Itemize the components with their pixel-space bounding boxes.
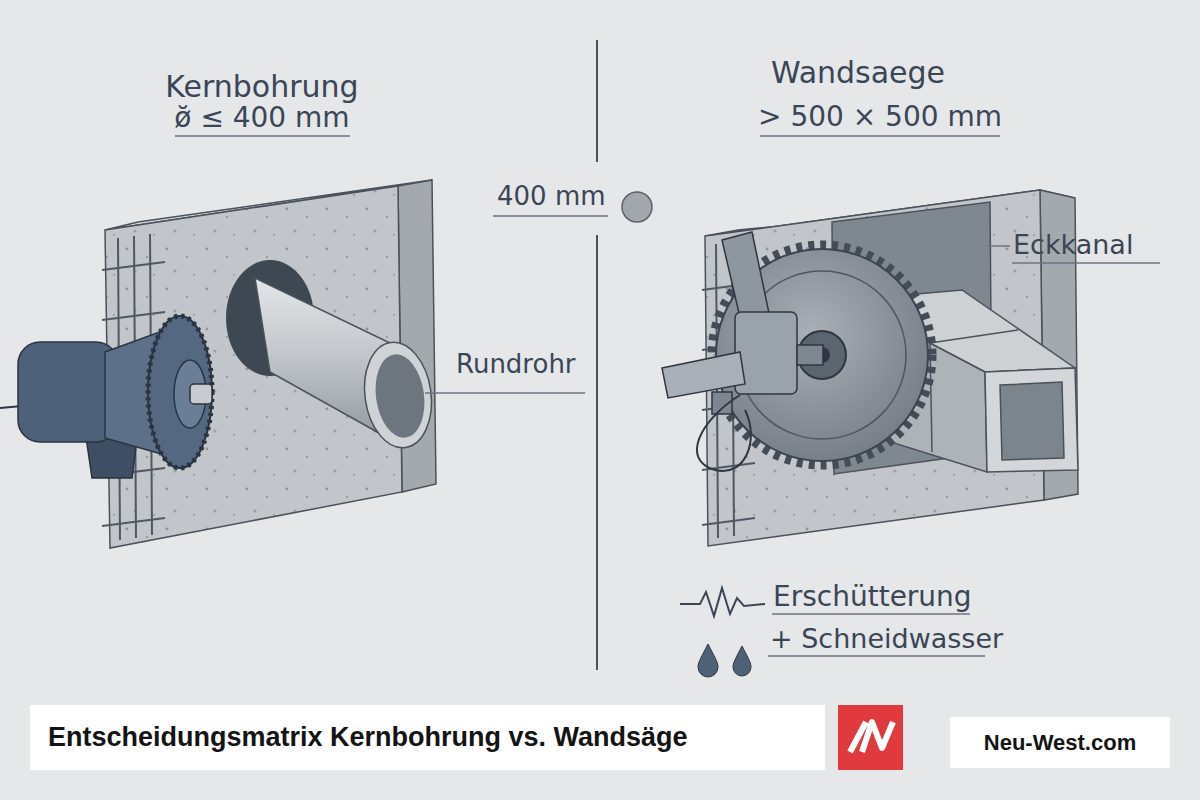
drill-gear <box>148 316 212 468</box>
dimension-label: ø̆ ≤ 400 mm <box>112 102 412 134</box>
drill-spindle <box>190 384 212 404</box>
brand-box: Neu-West.com <box>950 717 1170 768</box>
leader-line <box>425 392 585 394</box>
divider-line <box>596 235 598 670</box>
dimension-label: 400 mm <box>497 182 612 212</box>
saw-arm <box>662 352 745 398</box>
heading-underline <box>175 135 350 137</box>
part-name: Eckkanal <box>1013 229 1173 260</box>
heading-underline <box>760 135 1000 137</box>
node-text: Neu-West.com <box>984 730 1136 756</box>
part-name: Rundrohr <box>456 350 591 380</box>
vibration-symbol <box>680 588 765 616</box>
duct-opening <box>1000 382 1064 460</box>
rebar <box>102 518 165 526</box>
divider-line <box>596 40 598 162</box>
note-label: + Schneidwasser <box>770 623 1030 654</box>
rebar <box>102 312 165 320</box>
title-banner: Entscheidungsmatrix Kernbohrung vs. Wand… <box>30 705 825 770</box>
saw-shaft <box>797 345 823 365</box>
pipe-end <box>358 338 438 452</box>
note-label: Erschütterung <box>773 581 1003 613</box>
logo-mark <box>850 722 893 752</box>
duct-end <box>985 368 1078 472</box>
saw-cable <box>697 395 751 471</box>
pipe-opening <box>370 351 429 441</box>
column-heading: Wandsaege <box>708 56 1008 91</box>
label-underline <box>772 613 970 615</box>
column-heading: Kernbohrung <box>112 70 412 105</box>
duct-seam <box>930 330 1018 343</box>
rebar <box>102 262 165 270</box>
leader-line <box>1012 262 1160 264</box>
dimension-underline <box>493 215 608 217</box>
drill-body <box>18 342 118 442</box>
leader-line <box>988 245 1010 247</box>
title-text: Entscheidungsmatrix Kernbohrung vs. Wand… <box>48 722 688 753</box>
label-underline <box>768 655 985 657</box>
dimension-label: > 500 × 500 mm <box>730 101 1030 133</box>
water-drop <box>698 644 718 677</box>
water-drop <box>733 646 751 676</box>
drill-knurl <box>148 316 212 468</box>
rebar <box>702 518 755 525</box>
logo-square <box>838 705 903 770</box>
saw-hub <box>798 331 846 379</box>
size-circle <box>622 192 652 222</box>
